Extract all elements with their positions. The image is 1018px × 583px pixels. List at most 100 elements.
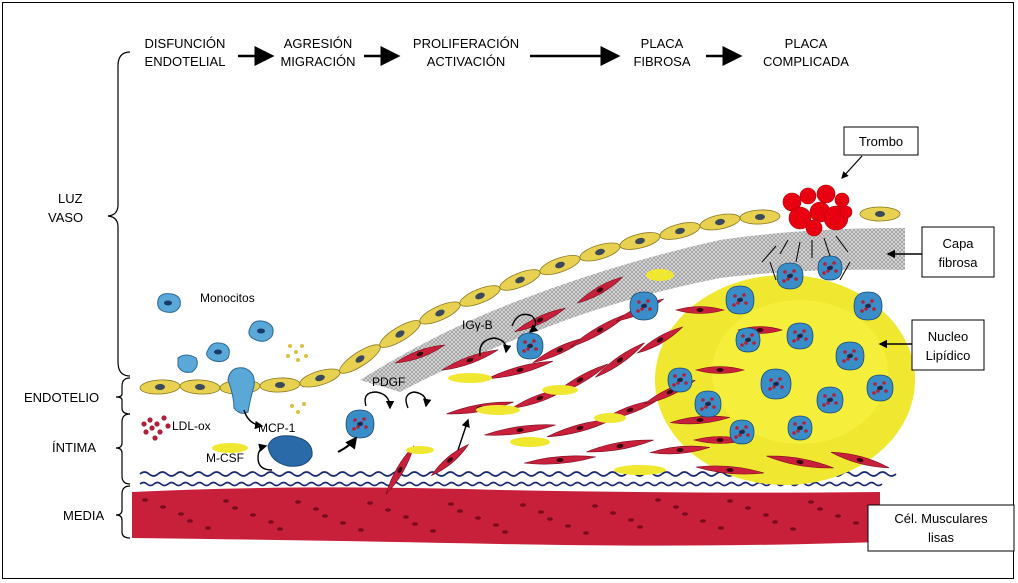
ldl-ox-particles (141, 415, 170, 440)
endothelial-cell (180, 379, 221, 395)
media-cell-nucleus (268, 520, 274, 524)
media-cell-nucleus (538, 510, 544, 514)
foam-cell (726, 286, 754, 314)
label-mcp-1: MCP-1 (258, 421, 296, 435)
media-cell-nucleus (547, 517, 553, 521)
layer-luz-line2: VASO (48, 210, 83, 225)
media-cell-nucleus (205, 526, 211, 530)
svg-text:Lipídico: Lipídico (926, 348, 971, 363)
media-smooth-muscle-band (132, 487, 880, 545)
media-cell-nucleus (142, 498, 148, 502)
transmigrating-monocyte (228, 368, 254, 414)
layer-intima: ÍNTIMA (52, 440, 96, 455)
foam-cell (836, 342, 864, 370)
media-cell-nucleus (565, 524, 571, 528)
media-cell-nucleus (502, 530, 508, 534)
media-cell-nucleus (700, 519, 706, 523)
media-cell-nucleus (250, 513, 256, 517)
layer-media: MEDIA (63, 508, 105, 523)
media-cell-nucleus (520, 503, 526, 507)
smooth-muscle-cell (593, 340, 646, 380)
media-cell-nucleus (808, 500, 814, 504)
media-cell-nucleus (745, 506, 751, 510)
brace-media (116, 486, 130, 538)
brace-endotelio (116, 378, 130, 414)
stage-1-line2: ENDOTELIAL (145, 54, 226, 69)
foam-cell (736, 328, 760, 352)
brace-intima (116, 414, 130, 484)
smooth-muscle-cell (486, 358, 553, 382)
media-cell-nucleus (628, 518, 634, 522)
foam-cell (777, 263, 803, 289)
stage-3-line1: PROLIFERACIÓN (413, 36, 519, 51)
media-cell-nucleus (457, 509, 463, 513)
media-cell-nucleus (187, 519, 193, 523)
media-cell-nucleus (790, 527, 796, 531)
media-cell-nucleus (475, 516, 481, 520)
media-cell-nucleus (358, 528, 364, 532)
layer-endotelio: ENDOTELIO (24, 390, 99, 405)
endothelial-cell (260, 377, 301, 393)
layer-braces (108, 52, 130, 538)
smooth-muscle-cell (524, 453, 596, 466)
stage-4-line1: PLACA (641, 36, 684, 51)
smooth-muscle-cell (586, 437, 654, 456)
stage-3-line2: ACTIVACIÓN (427, 54, 506, 69)
media-cell-nucleus (322, 514, 328, 518)
label-pdgf: PDGF (372, 375, 405, 389)
stage-4-line2: FIBROSA (633, 54, 690, 69)
endothelial-cell (740, 209, 781, 225)
media-cell-nucleus (223, 499, 229, 503)
label-ldl-ox: LDL-ox (172, 419, 211, 433)
media-cell-nucleus (673, 505, 679, 509)
media-cell-nucleus (412, 522, 418, 526)
endothelial-cell (457, 282, 502, 311)
foam-cell (346, 410, 374, 438)
svg-text:lisas: lisas (928, 530, 955, 545)
foam-cell (730, 420, 754, 444)
media-cell-nucleus (718, 526, 724, 530)
media-cell-nucleus (160, 505, 166, 509)
svg-text:Nucleo: Nucleo (928, 329, 968, 344)
media-cell-nucleus (817, 507, 823, 511)
foam-cell (787, 323, 813, 349)
stage-2-line1: AGRESIÓN (284, 36, 353, 51)
adherent-monocyte (178, 355, 197, 372)
brace-luz (108, 52, 130, 376)
foam-cell (867, 375, 893, 401)
smooth-muscle-cell (569, 310, 631, 350)
endothelial-cell (578, 239, 622, 264)
media-cell-nucleus (772, 520, 778, 524)
media-cell-nucleus (637, 525, 643, 529)
media-cell-nucleus (448, 502, 454, 506)
endothelial-cell (538, 251, 583, 278)
endothelial-cell (497, 266, 542, 295)
media-cell-nucleus (655, 498, 661, 502)
stage-1-line1: DISFUNCIÓN (145, 36, 226, 51)
media-cell-nucleus (493, 523, 499, 527)
media-cell-nucleus (592, 504, 598, 508)
foam-cell (817, 387, 843, 413)
media-cell-nucleus (277, 527, 283, 531)
media-cell-nucleus (835, 514, 841, 518)
media-cell-nucleus (682, 512, 688, 516)
stage-header-row: DISFUNCIÓN ENDOTELIAL AGRESIÓN MIGRACIÓN… (145, 36, 850, 69)
media-cell-nucleus (403, 515, 409, 519)
media-cell-nucleus (178, 512, 184, 516)
layer-luz-line1: LUZ (58, 191, 83, 206)
endothelial-cell (618, 229, 661, 253)
smooth-muscle-cell (484, 422, 556, 439)
media-cell-nucleus (232, 506, 238, 510)
endothelial-cell (658, 219, 701, 243)
label-monocitos: Monocitos (200, 291, 255, 305)
endothelial-cell (860, 207, 900, 221)
media-cell-nucleus (385, 508, 391, 512)
foam-cell (695, 391, 721, 417)
migration-arrow (338, 438, 356, 452)
foam-cell (517, 333, 543, 359)
endothelial-cell (417, 298, 463, 329)
label-igf: IGγ-B (462, 318, 493, 332)
svg-text:Cél. Musculares: Cél. Musculares (894, 511, 988, 526)
stage-5-line2: COMPLICADA (763, 54, 849, 69)
